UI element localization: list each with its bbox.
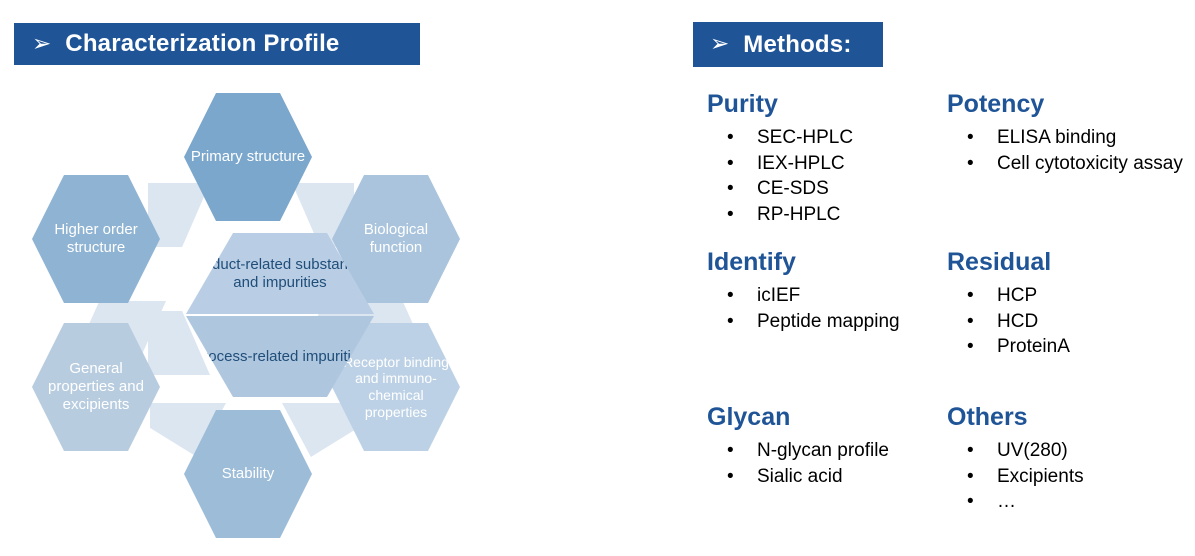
list-item-label: UV(280) <box>997 440 1068 461</box>
hex-center-process-related[interactable]: Process-related impurities <box>186 316 374 397</box>
bullet-icon: • <box>967 336 974 358</box>
list-item-label: … <box>997 491 1016 513</box>
list-item[interactable]: • icIEF <box>705 284 945 309</box>
bullet-icon: • <box>727 440 734 461</box>
method-section-title: Identify <box>705 250 800 278</box>
list-item-label: CE-SDS <box>757 178 829 200</box>
method-section-others: Others •UV(280) •Excipients •… <box>945 405 1185 516</box>
list-item[interactable]: • Peptide mapping <box>705 310 945 335</box>
method-section-title: Purity <box>705 92 782 120</box>
bullet-icon: • <box>967 285 974 306</box>
list-item-label: Peptide mapping <box>757 310 900 332</box>
list-item[interactable]: • ProteinA <box>945 335 1185 360</box>
bullet-icon: • <box>727 310 734 332</box>
list-item-label: Sialic acid <box>757 465 843 487</box>
bullet-icon: • <box>967 440 974 461</box>
hex-primary-structure[interactable]: Primary structure <box>184 93 312 221</box>
list-item[interactable]: • RP-HPLC <box>705 203 945 228</box>
methods-panel: Purity • SEC-HPLC • IEX-HPLC • CE-SDS • RP-H… <box>693 92 1188 552</box>
list-item-label: HCP <box>997 285 1038 306</box>
method-title-text: Residual <box>947 248 1052 276</box>
list-item[interactable]: • UV(280) <box>945 439 1185 464</box>
bullet-icon: • <box>727 127 734 148</box>
characterization-profile-title: Characterization Profile <box>65 30 340 57</box>
list-item-label: RP-HPLC <box>757 204 841 226</box>
list-item[interactable]: • N-glycan profile <box>705 439 945 464</box>
hexagon-wheel-diagram: Primary structure Higher order structure… <box>20 85 480 550</box>
list-item-label: N-glycan profile <box>757 440 889 461</box>
list-item-label: Cell cytotoxicity assay <box>997 152 1183 174</box>
method-section-glycan: Glycan • N-glycan profile • Sialic acid <box>705 405 945 490</box>
hex-center-product-related[interactable]: Product-related substances and impuritie… <box>186 233 374 314</box>
hex-stability[interactable]: Stability <box>184 410 312 538</box>
method-section-residual: Residual • HCP • HCD • ProteinA <box>945 250 1185 361</box>
bullet-icon: • <box>727 178 734 200</box>
list-item[interactable]: • HCD <box>945 310 1185 335</box>
method-item-list: • icIEF • Peptide mapping <box>705 284 945 334</box>
list-item[interactable]: • Excipients <box>945 465 1185 490</box>
methods-title: Methods: <box>743 30 852 58</box>
list-item-label: icIEF <box>757 285 801 306</box>
arrow-bullet-icon: ➢ <box>710 30 730 56</box>
list-item[interactable]: • SEC-HPLC <box>705 126 945 151</box>
hex-label: Biological function <box>363 221 429 256</box>
list-item[interactable]: • HCP <box>945 284 1185 309</box>
list-item[interactable]: • ELISA binding <box>945 126 1185 151</box>
methods-header: ➢ Methods: <box>693 22 883 67</box>
bullet-icon: • <box>967 465 974 487</box>
list-item[interactable]: •… <box>945 490 1185 515</box>
method-item-list: •UV(280) •Excipients •… <box>945 439 1185 515</box>
hex-label: Primary structure <box>190 148 306 166</box>
method-section-title: Others <box>945 405 1032 433</box>
method-item-list: • SEC-HPLC • IEX-HPLC • CE-SDS • RP-HPLC <box>705 126 945 228</box>
hex-center-bottom-label: Process-related impurities <box>193 347 367 365</box>
hex-label: General properties and excipients <box>48 360 144 413</box>
bullet-icon: • <box>727 285 734 306</box>
method-title-text: Purity <box>707 90 778 118</box>
bullet-icon: • <box>967 491 974 513</box>
bullet-icon: • <box>727 204 734 226</box>
list-item-label: ProteinA <box>997 336 1070 358</box>
bullet-icon: • <box>727 465 734 487</box>
method-title-text: Identify <box>707 248 796 276</box>
method-title-text: Others <box>947 403 1028 431</box>
list-item[interactable]: • Cell cytotoxicity assay <box>945 152 1185 177</box>
list-item-label: ELISA binding <box>997 127 1117 148</box>
list-item-label: Excipients <box>997 465 1084 487</box>
method-section-identify: Identify • icIEF • Peptide mapping <box>705 250 945 335</box>
method-item-list: • ELISA binding • Cell cytotoxicity assay <box>945 126 1185 176</box>
bullet-icon: • <box>967 152 974 174</box>
hex-label: Higher order structure <box>54 221 138 256</box>
method-section-title: Potency <box>945 90 1049 120</box>
method-section-title: Glycan <box>705 403 795 433</box>
list-item[interactable]: • Sialic acid <box>705 465 945 490</box>
hex-receptor-binding[interactable]: Receptor binding and immuno-chemical pro… <box>332 323 460 451</box>
list-item-label: IEX-HPLC <box>757 152 845 174</box>
hex-label: Receptor binding and immuno-chemical pro… <box>343 353 449 420</box>
method-section-potency: Potency • ELISA binding • Cell cytotoxicit… <box>945 92 1185 177</box>
method-title-text: Glycan <box>707 403 791 431</box>
hex-higher-order-structure[interactable]: Higher order structure <box>32 175 160 303</box>
bullet-icon: • <box>727 152 734 174</box>
method-item-list: • HCP • HCD • ProteinA <box>945 284 1185 360</box>
bullet-icon: • <box>967 310 974 332</box>
method-section-title: Residual <box>945 248 1056 278</box>
hex-general-properties[interactable]: General properties and excipients <box>32 323 160 451</box>
method-section-purity: Purity • SEC-HPLC • IEX-HPLC • CE-SDS • RP-H… <box>705 92 945 229</box>
list-item-label: HCD <box>997 310 1039 332</box>
method-title-text: Potency <box>947 90 1045 118</box>
hex-center-group: Product-related substances and impuritie… <box>186 233 374 397</box>
list-item[interactable]: • IEX-HPLC <box>705 152 945 177</box>
characterization-profile-header: ➢ Characterization Profile <box>14 23 420 65</box>
list-item-label: SEC-HPLC <box>757 127 854 148</box>
hex-center-top-label: Product-related substances and impuritie… <box>188 255 372 291</box>
method-item-list: • N-glycan profile • Sialic acid <box>705 439 945 489</box>
bullet-icon: • <box>967 127 974 148</box>
hex-label: Stability <box>221 465 275 483</box>
arrow-bullet-icon: ➢ <box>32 29 52 56</box>
list-item[interactable]: • CE-SDS <box>705 177 945 202</box>
